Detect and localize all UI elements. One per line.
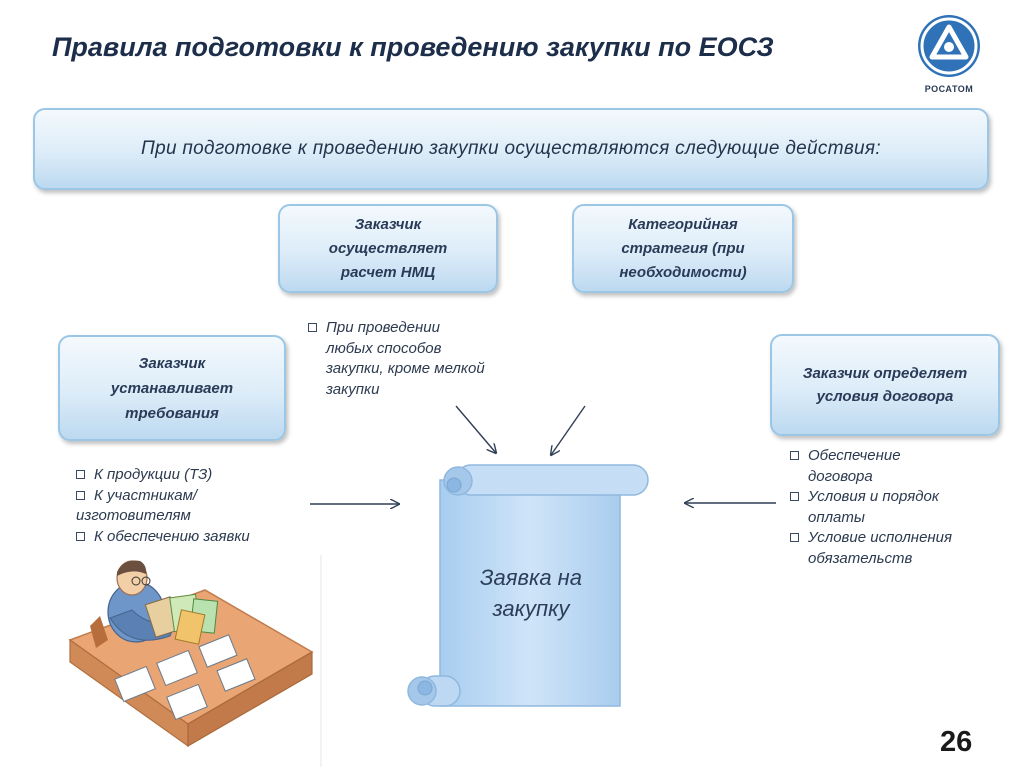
box-line: Заказчик [138,354,206,372]
checkbox-bullet-icon [76,531,85,541]
arrow-from-nmc-note [455,405,496,453]
box-line: осуществляет [328,239,448,257]
list-item-continuation: договора [808,467,873,485]
checkbox-bullet-icon [790,492,799,501]
list-item: К обеспечению заявки [94,527,250,545]
scroll-label: Заявка на закупку [440,562,622,624]
checkbox-bullet-icon [790,451,799,460]
box-category-strategy: Категорийная стратегия (при необходимост… [572,204,794,293]
box-nmc-calculation: Заказчик осуществляет расчет НМЦ [278,204,498,293]
list-item: К участникам/ [94,486,198,504]
box-line: необходимости) [619,263,747,281]
checkbox-bullet-icon [76,470,85,479]
box-contract-conditions: Заказчик определяет условия договора [770,334,1000,436]
list-item-continuation: обязательств [808,549,913,567]
list-item: К продукции (ТЗ) [94,466,213,483]
box-line: устанавливает [110,379,234,397]
rosatom-logo [918,15,980,77]
note-requirements-list: К продукции (ТЗ) К участникам/ изготовит… [76,465,306,547]
scroll-line: Заявка на [479,565,583,590]
intro-banner-text: При подготовке к проведению закупки осущ… [141,138,881,159]
scroll-shape [407,464,649,707]
box-line: Заказчик [354,215,422,233]
list-item: Обеспечение [808,447,901,464]
page-number: 26 [940,726,973,758]
note-nmc-conditions: При проведении любых способов закупки, к… [308,318,528,400]
note-line: закупки [326,380,380,398]
checkbox-bullet-icon [308,323,317,332]
box-line: условия договора [816,388,954,405]
box-line: требования [125,404,219,422]
box-line: стратегия (при [621,239,745,257]
list-item-continuation: оплаты [808,508,865,526]
page-title: Правила подготовки к проведению закупки … [52,32,774,62]
box-line: Заказчик определяет [802,365,968,382]
box-line: расчет НМЦ [340,263,436,281]
list-item: Условие исполнения [808,529,953,546]
intro-banner: При подготовке к проведению закупки осущ… [33,108,989,190]
logo-text: РОСАТОМ [924,84,974,94]
checkbox-bullet-icon [790,533,799,542]
box-customer-requirements: Заказчик устанавливает требования [58,335,286,441]
checkbox-bullet-icon [76,490,85,500]
person-at-desk-illustration [68,560,314,748]
note-line: При проведении [326,319,440,336]
note-line: любых способов [326,339,442,357]
scroll-line: закупку [492,596,570,621]
note-contract-list: Обеспечение договора Условия и порядок о… [790,446,1000,569]
note-line: закупки, кроме мелкой [326,360,485,377]
list-item: Условия и порядок [808,488,939,505]
arrow-from-strategy [551,405,586,455]
box-line: Категорийная [628,215,738,233]
list-item-continuation: изготовителям [76,507,191,524]
